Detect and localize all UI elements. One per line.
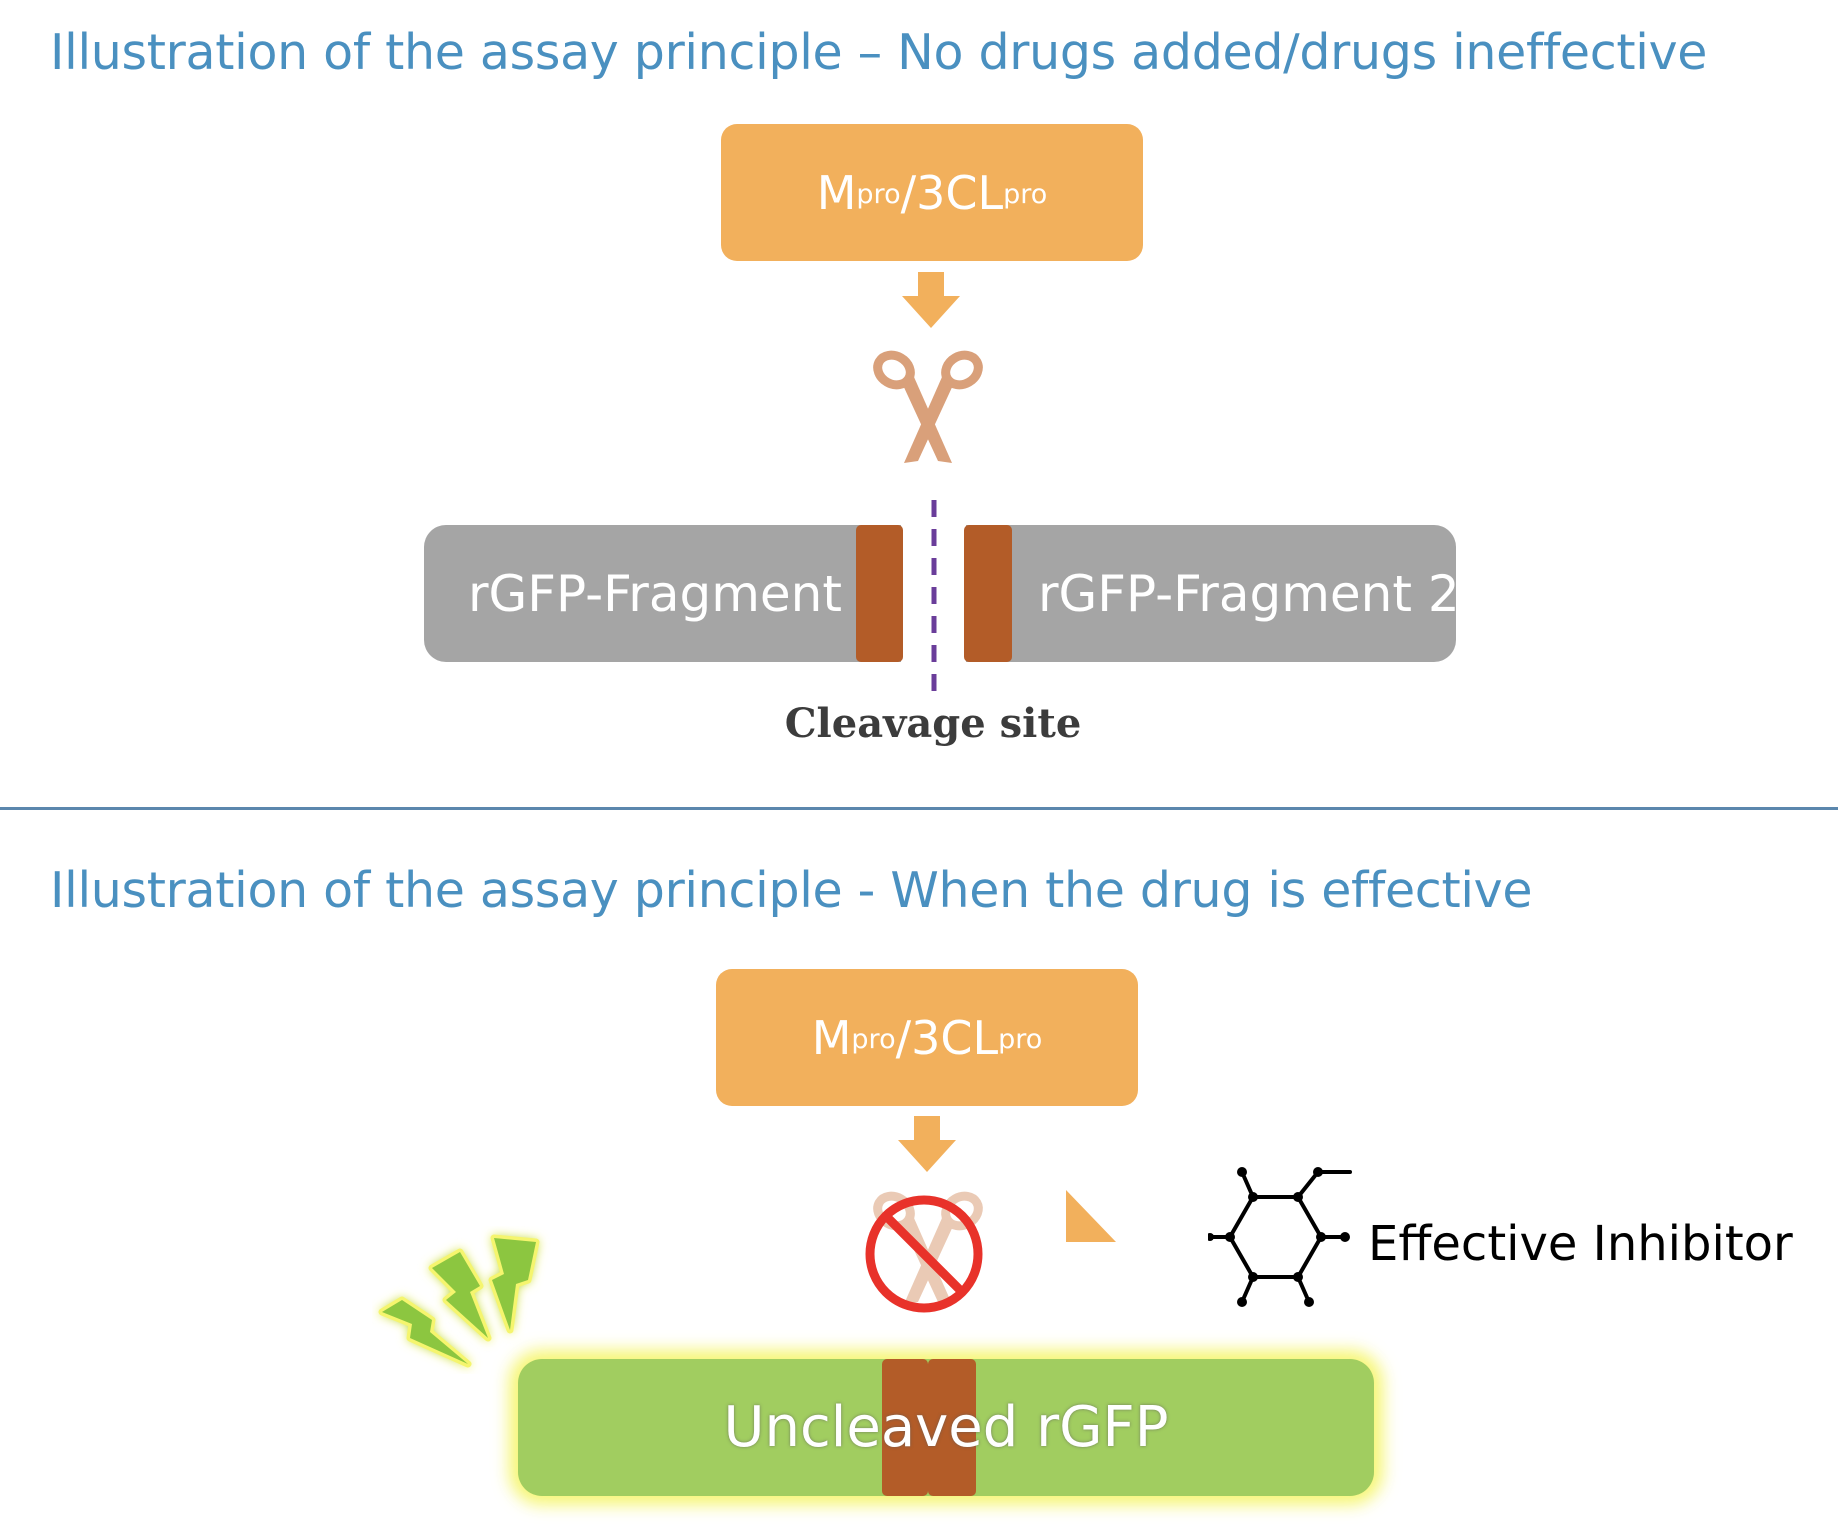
lightning-icon bbox=[378, 1234, 540, 1368]
cleavage-site-right bbox=[964, 525, 1012, 662]
cleavage-site-left bbox=[856, 525, 903, 662]
enzyme-box-top: Mpro/3CLpro bbox=[721, 124, 1143, 261]
uncleaved-rgfp-label: Uncleaved rGFP bbox=[723, 1395, 1169, 1460]
arrow-down-icon bbox=[902, 272, 960, 328]
cleavage-site-right bbox=[928, 1359, 976, 1496]
title-no-drug: Illustration of the assay principle – No… bbox=[50, 24, 1708, 81]
enzyme-label: Mpro/3CLpro bbox=[816, 165, 1048, 220]
arrow-diagonal-icon bbox=[1066, 1190, 1116, 1242]
scissors-icon bbox=[873, 350, 983, 463]
rgfp-fragment-1: rGFP-Fragment 1 bbox=[424, 525, 901, 662]
fragment-1-label: rGFP-Fragment 1 bbox=[468, 564, 890, 623]
cut-line bbox=[931, 500, 937, 698]
title-drug-effective: Illustration of the assay principle - Wh… bbox=[50, 862, 1533, 919]
enzyme-box-bottom: Mpro/3CLpro bbox=[716, 969, 1138, 1106]
enzyme-label: Mpro/3CLpro bbox=[811, 1010, 1043, 1065]
effective-inhibitor-label: Effective Inhibitor bbox=[1368, 1216, 1793, 1272]
fragment-2-label: rGFP-Fragment 2 bbox=[1038, 564, 1460, 623]
prohibited-icon bbox=[865, 1195, 983, 1313]
cleavage-site-label: Cleavage site bbox=[784, 700, 1082, 747]
section-divider bbox=[0, 807, 1838, 810]
rgfp-fragment-2: rGFP-Fragment 2 bbox=[966, 525, 1460, 662]
cleavage-site-left bbox=[882, 1359, 928, 1496]
arrow-down-icon bbox=[898, 1116, 956, 1172]
molecule-icon bbox=[1208, 1167, 1352, 1307]
